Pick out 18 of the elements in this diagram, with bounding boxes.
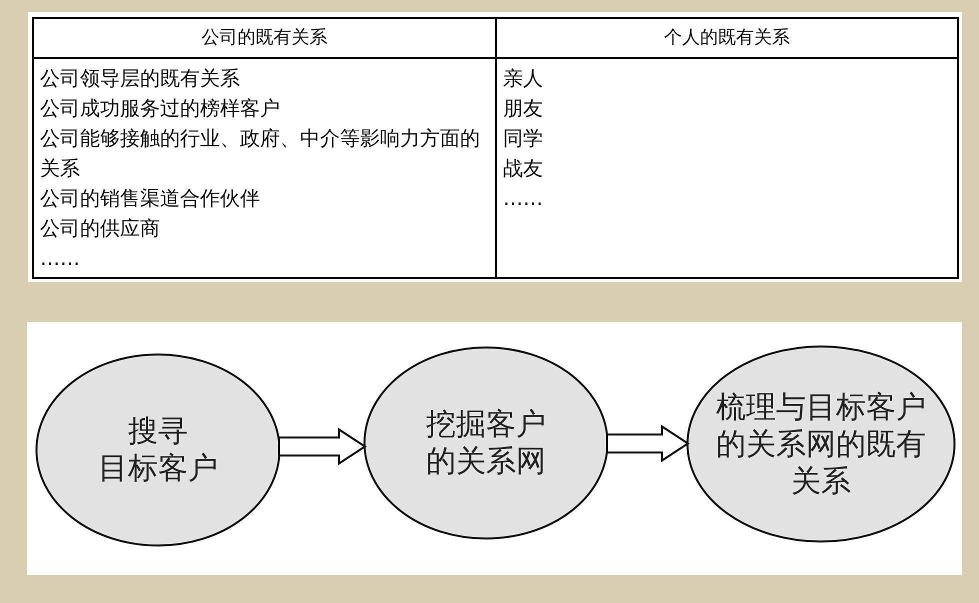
table-cell-text: 同学 [503,125,543,152]
table-cell-text: 公司的供应商 [40,215,161,242]
table-cell-text: 亲人 [503,65,543,92]
table-header: 个人的既有关系 [663,26,791,50]
table-cell-text: …… [40,245,81,272]
block-arrow [278,428,367,466]
table-cell-text: 公司成功服务过的榜样客户 [40,95,281,122]
table-cell-text: 公司能够接触的行业、政府、中介等影响力方面的关系 [40,125,481,182]
table-cell-text: 战友 [503,155,543,182]
process-ellipse: 挖掘客户的关系网 [363,346,609,540]
table-cell-text: 朋友 [503,95,543,122]
process-ellipse: 搜寻目标客户 [35,353,281,547]
block-arrow [606,424,690,462]
table-cell-text: …… [503,185,543,212]
table-header: 公司的既有关系 [200,26,328,50]
process-ellipse: 梳理与目标客户的关系网的既有关系 [686,345,956,543]
table-cell-text: 公司的销售渠道合作伙伴 [40,185,261,212]
table-cell-text: 公司领导层的既有关系 [40,65,241,92]
